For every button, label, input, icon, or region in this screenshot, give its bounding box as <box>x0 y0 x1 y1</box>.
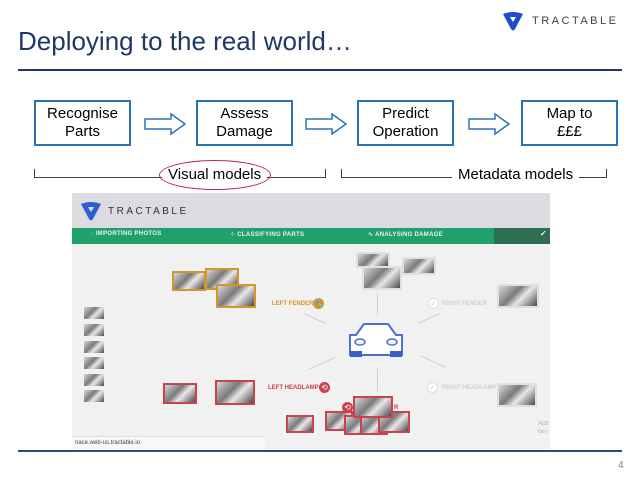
pulse-icon: ∿ <box>368 232 376 238</box>
damage-photo[interactable] <box>172 271 206 291</box>
check-icon: ✓ <box>427 382 438 393</box>
connector-line <box>377 369 378 391</box>
metadata-models-label: Metadata models <box>452 166 580 183</box>
damage-photo[interactable] <box>362 266 402 290</box>
step-analysing-damage: ∿ ANALYSING DAMAGE <box>368 231 443 238</box>
check-icon: ✓ <box>540 229 548 238</box>
app-header <box>72 193 550 228</box>
step-line1: Map to <box>546 105 593 122</box>
title-divider <box>18 69 622 71</box>
connector-line <box>377 293 378 315</box>
damage-photo[interactable] <box>215 380 255 405</box>
watermark-line2: Go t <box>538 429 548 435</box>
photo-thumbnail[interactable] <box>84 390 104 402</box>
tractable-logo: TRACTABLE <box>502 11 618 31</box>
replace-icon: ⟲ <box>319 382 330 393</box>
highlight-ellipse <box>159 160 271 190</box>
damage-photo[interactable] <box>216 284 256 308</box>
step-importing-photos: ◌ IMPORTING PHOTOS <box>90 231 162 237</box>
wrench-icon: 🔧 <box>313 298 324 309</box>
step-label: CLASSIFYING PARTS <box>237 232 305 238</box>
car-icon <box>349 323 403 357</box>
damage-photo[interactable] <box>286 415 314 433</box>
connector-line <box>419 355 446 368</box>
step-map-to-cost: Map to£££ <box>521 100 618 146</box>
connector-line <box>303 313 326 325</box>
step-label: ANALYSING DAMAGE <box>375 232 443 238</box>
status-url: nace.web-us.tractable.io <box>72 436 265 449</box>
progress-bar <box>72 228 550 244</box>
damage-photo[interactable] <box>497 284 539 308</box>
footer-divider <box>18 450 622 452</box>
photo-thumbnail[interactable] <box>84 357 104 369</box>
spinner-icon: ◌ <box>90 231 96 237</box>
connector-line <box>418 312 441 324</box>
part-left-headlamp: LEFT HEADLAMP <box>268 385 319 391</box>
arrow-right-icon <box>305 112 348 136</box>
photo-thumbnail[interactable] <box>84 307 104 319</box>
damage-photo[interactable] <box>353 396 393 418</box>
replace-icon: ⟲ <box>342 402 353 413</box>
step-line1: Predict <box>382 105 429 122</box>
watermark-line1: Acti <box>538 421 549 427</box>
step-line1: Recognise <box>47 105 118 122</box>
tractable-logo-icon <box>503 12 523 31</box>
connector-line <box>309 357 335 370</box>
progress-complete-segment <box>494 228 550 244</box>
logo-text: TRACTABLE <box>532 15 619 27</box>
step-line1: Assess <box>220 105 269 122</box>
arrow-right-icon <box>468 112 511 136</box>
step-classifying-parts: ⁘ CLASSIFYING PARTS <box>230 231 304 238</box>
damage-photo[interactable] <box>497 383 537 407</box>
part-left-fender: LEFT FENDER <box>272 301 314 307</box>
app-logo: TRACTABLE <box>80 201 189 221</box>
step-line2: Damage <box>216 123 273 140</box>
tractable-logo-icon <box>81 202 101 221</box>
page-number: 4 <box>618 460 624 471</box>
part-right-fender: RIGHT FENDER <box>442 301 487 307</box>
photo-thumbnail[interactable] <box>84 324 104 336</box>
app-screenshot: TRACTABLE ◌ IMPORTING PHOTOS ⁘ CLASSIFYI… <box>72 193 550 449</box>
step-line2: Operation <box>372 123 439 140</box>
app-logo-text: TRACTABLE <box>108 205 189 217</box>
step-line2: Parts <box>64 123 100 140</box>
photo-thumbnail[interactable] <box>84 341 104 353</box>
slide-title: Deploying to the real world… <box>18 26 352 56</box>
part-bumper: R <box>394 405 399 411</box>
grid-icon: ⁘ <box>230 232 238 238</box>
arrow-right-icon <box>144 112 187 136</box>
damage-photo[interactable] <box>402 257 436 275</box>
step-line2: £££ <box>556 123 582 140</box>
part-right-headlamp: RIGHT HEADLAMP <box>442 385 497 391</box>
check-icon: ✓ <box>428 298 439 309</box>
photo-thumbnail[interactable] <box>84 374 104 386</box>
step-label: IMPORTING PHOTOS <box>95 231 162 237</box>
damage-photo[interactable] <box>163 383 197 404</box>
